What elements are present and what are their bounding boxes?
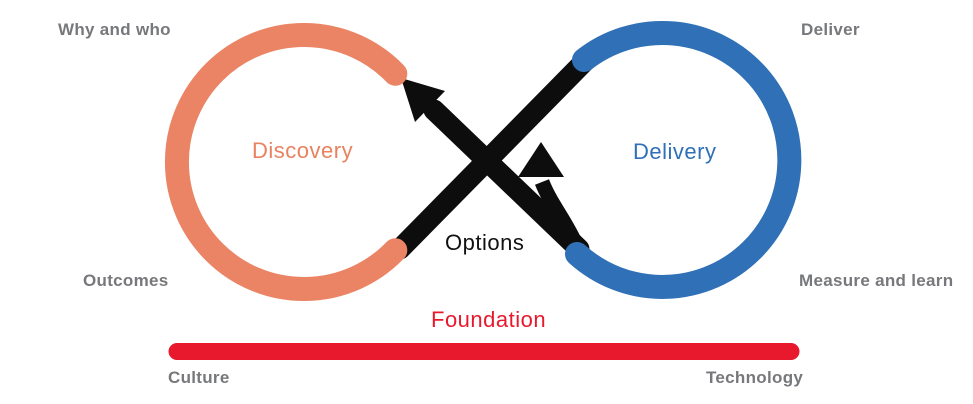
discovery-loop-arc (165, 23, 408, 301)
label-discovery: Discovery (252, 138, 354, 163)
label-delivery: Delivery (633, 139, 717, 164)
label-culture: Culture (168, 368, 230, 387)
arrow-branch-options-to-delivery (535, 179, 584, 251)
label-why-and-who: Why and who (58, 20, 171, 39)
arrowhead-branch-up-icon (518, 142, 564, 177)
label-deliver: Deliver (801, 20, 860, 39)
label-foundation: Foundation (431, 307, 547, 332)
label-technology: Technology (706, 368, 804, 387)
label-options: Options (445, 230, 525, 255)
arrow-shaft-delivery-to-discovery (423, 99, 590, 260)
arrowhead-to-discovery-icon (401, 78, 445, 122)
label-outcomes: Outcomes (83, 271, 169, 290)
label-measure-and-learn: Measure and learn (799, 271, 954, 290)
delivery-loop-arc (565, 20, 802, 299)
